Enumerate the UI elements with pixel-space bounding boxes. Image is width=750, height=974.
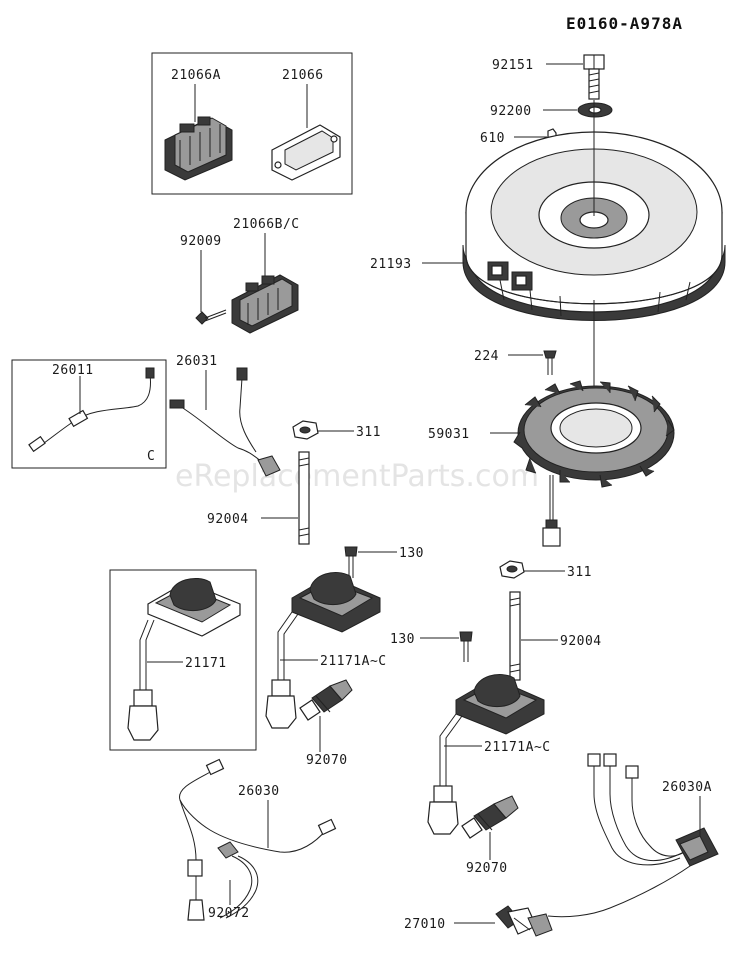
label-610: 610: [480, 131, 505, 146]
label-21171: 21171: [185, 656, 227, 671]
regulator-21066-part[interactable]: [271, 124, 341, 181]
label-21066: 21066: [282, 68, 324, 83]
harness-26031-part[interactable]: [169, 367, 281, 477]
label-27010: 27010: [404, 917, 446, 932]
label-92004-right: 92004: [560, 634, 602, 649]
bolt-224-part[interactable]: [543, 350, 557, 375]
watermark: eReplacementParts.com: [175, 459, 539, 494]
spark-plug-92070-upper-part[interactable]: [299, 679, 353, 721]
spark-plug-92070-lower-part[interactable]: [461, 795, 519, 839]
sensor-27010-part[interactable]: [495, 905, 553, 937]
label-92070-lower: 92070: [466, 861, 508, 876]
nut-311-left-part[interactable]: [292, 420, 319, 440]
label-130-lower: 130: [390, 632, 415, 647]
diagram-id: E0160-A978A: [566, 14, 683, 33]
bolt-130-lower-part[interactable]: [459, 631, 473, 662]
label-21171A-lower: 21171A~C: [484, 740, 551, 755]
label-21193: 21193: [370, 257, 412, 272]
label-26011-note: C: [147, 449, 155, 464]
label-224: 224: [474, 349, 499, 364]
label-311-right: 311: [567, 565, 592, 580]
harness-26030-part[interactable]: [179, 758, 337, 921]
label-21171A-upper: 21171A~C: [320, 654, 387, 669]
nut-311-right-part[interactable]: [499, 560, 525, 579]
ignition-coil-21171-part[interactable]: [127, 578, 241, 741]
regulator-21066A-part[interactable]: [164, 116, 233, 181]
label-92009: 92009: [180, 234, 222, 249]
label-26030A: 26030A: [662, 780, 712, 795]
regulator-options-box: [151, 52, 353, 195]
stator-59031-part[interactable]: [513, 380, 675, 547]
harness-26011-box: [11, 359, 167, 469]
label-92151: 92151: [492, 58, 534, 73]
harness-26030A-part[interactable]: [547, 753, 719, 918]
regulator-21066BC-part[interactable]: [231, 274, 299, 334]
stud-92004-right-part[interactable]: [509, 591, 521, 681]
wire-92072-part[interactable]: [217, 841, 259, 919]
label-92200: 92200: [490, 104, 532, 119]
bolt-130-upper-part[interactable]: [344, 546, 358, 578]
label-26011: 26011: [52, 363, 94, 378]
bolt-92009-part[interactable]: [195, 309, 227, 325]
bolt-92151-part[interactable]: [583, 54, 605, 100]
label-59031: 59031: [428, 427, 470, 442]
washer-92200-part[interactable]: [577, 102, 613, 118]
ignition-coil-21171A-upper-part[interactable]: [265, 572, 381, 729]
label-26030: 26030: [238, 784, 280, 799]
label-21066A: 21066A: [171, 68, 221, 83]
label-130-upper: 130: [399, 546, 424, 561]
label-311-left: 311: [356, 425, 381, 440]
label-92072: 92072: [208, 906, 250, 921]
ignition-coil-21171A-lower-part[interactable]: [427, 674, 545, 835]
stud-92004-left-part[interactable]: [298, 451, 310, 545]
label-92004-left: 92004: [207, 512, 249, 527]
label-21066BC: 21066B/C: [233, 217, 300, 232]
harness-26011-part[interactable]: [28, 367, 155, 453]
label-26031: 26031: [176, 354, 218, 369]
ignition-coil-21171-box: [109, 569, 257, 751]
label-92070-upper: 92070: [306, 753, 348, 768]
